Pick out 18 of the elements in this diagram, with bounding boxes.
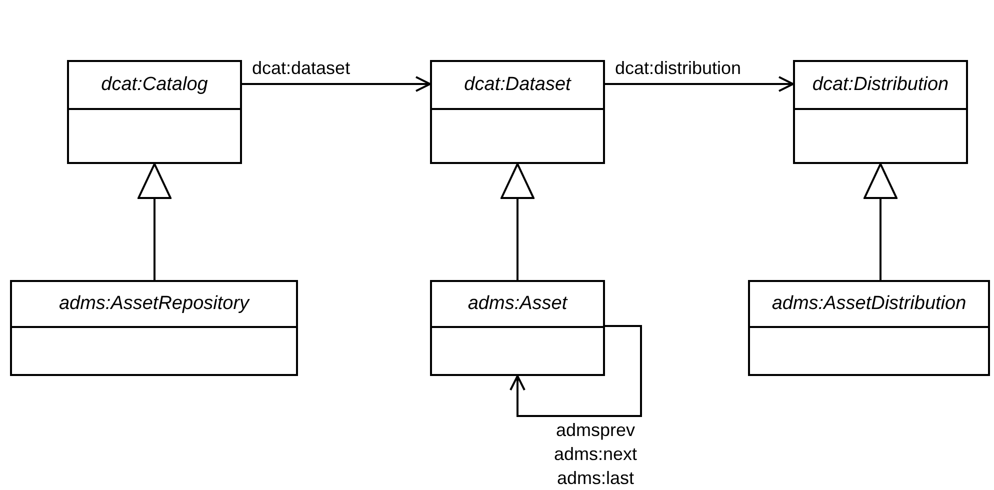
association-arrow bbox=[242, 76, 431, 92]
class-box bbox=[793, 60, 968, 164]
class-name: dcat:Catalog bbox=[101, 74, 208, 96]
class-box bbox=[430, 280, 605, 376]
class-box bbox=[67, 60, 242, 164]
association-arrow bbox=[605, 76, 794, 92]
class-name: dcat:Dataset bbox=[464, 74, 571, 96]
class-box bbox=[430, 60, 605, 164]
self-loop-arrow bbox=[510, 325, 642, 417]
class-name: adms:AssetRepository bbox=[58, 293, 250, 315]
class-name: adms:AssetDistribution bbox=[772, 293, 966, 315]
generalization-arrow bbox=[138, 163, 172, 280]
generalization-arrow bbox=[864, 163, 898, 280]
class-name: dcat:Distribution bbox=[812, 74, 949, 96]
class-name: adms:Asset bbox=[468, 293, 568, 315]
class-box bbox=[748, 280, 990, 376]
class-box bbox=[10, 280, 298, 376]
generalization-arrow bbox=[500, 163, 534, 280]
